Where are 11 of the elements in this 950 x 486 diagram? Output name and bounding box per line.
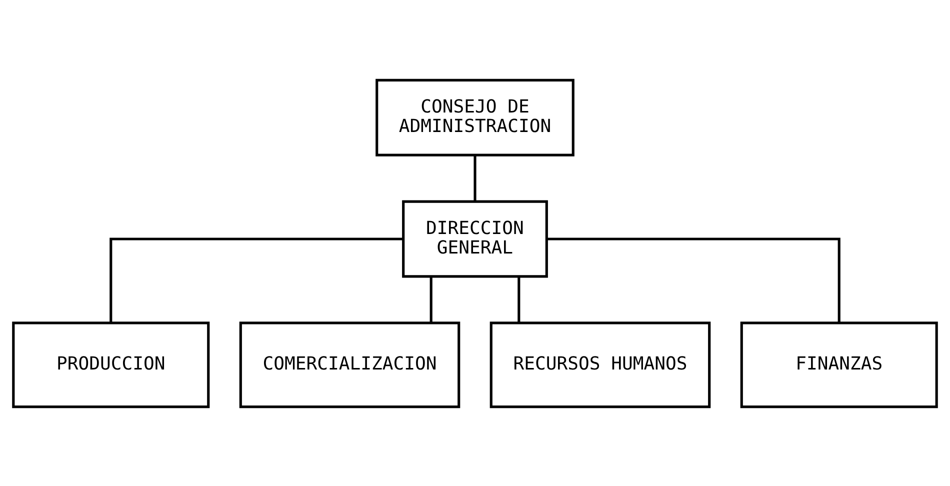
connector	[546, 237, 840, 322]
node-box: RECURSOS HUMANOS	[490, 321, 711, 408]
node-box: PRODUCCION	[12, 321, 210, 408]
connector	[110, 237, 404, 322]
connector	[518, 276, 520, 322]
node-box: FINANZAS	[740, 321, 938, 408]
node-box: DIRECCION GENERAL	[402, 200, 548, 278]
node-box: CONSEJO DE ADMINISTRACION	[376, 78, 574, 156]
node-box: COMERCIALIZACION	[239, 321, 460, 408]
connector	[474, 154, 476, 201]
connector	[430, 276, 432, 322]
